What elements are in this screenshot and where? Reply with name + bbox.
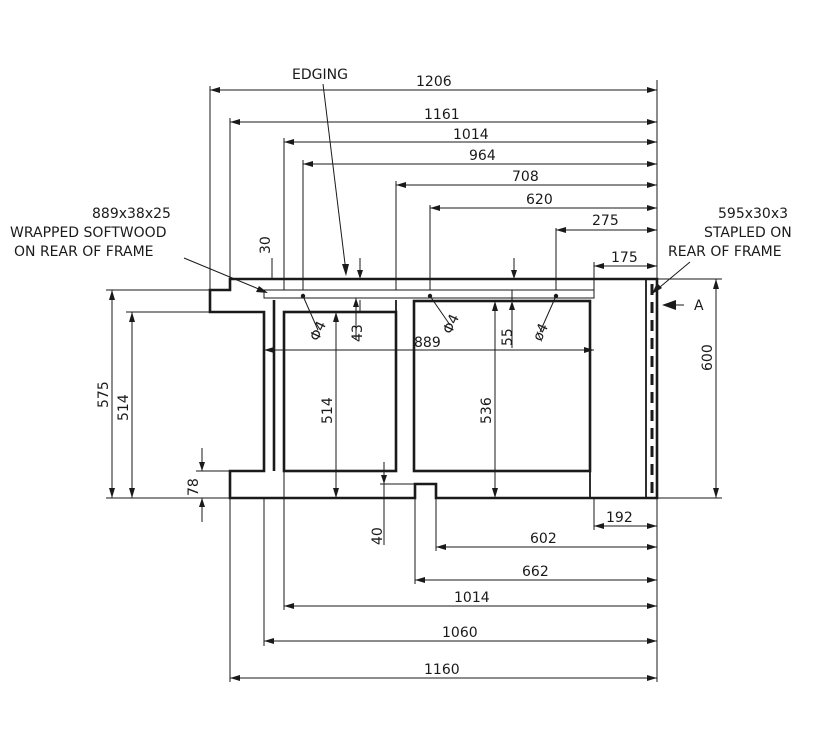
softwood-leader — [183, 257, 267, 293]
dim-514-inner: 514 — [320, 397, 336, 424]
softwood-size-label: 889x38x25 — [92, 206, 171, 222]
dim-662: 662 — [522, 564, 549, 580]
softwood-strip — [263, 289, 595, 299]
dim-1014-top: 1014 — [453, 127, 489, 143]
edging-label: EDGING — [292, 67, 348, 83]
dim-1160: 1160 — [424, 662, 460, 678]
dim-1161: 1161 — [424, 107, 460, 123]
hole-label-left: Φ4 — [307, 319, 330, 344]
board-size-label: 595x30x3 — [718, 206, 788, 222]
dim-600: 600 — [700, 344, 716, 371]
board-line1: STAPLED ON — [704, 225, 792, 241]
bottom-dimensions — [229, 471, 658, 682]
dim-575: 575 — [96, 381, 112, 408]
frame-outline — [208, 277, 659, 500]
side-dimensions — [106, 278, 722, 522]
dim-78: 78 — [186, 478, 202, 496]
dim-514-left: 514 — [116, 394, 132, 421]
dim-620: 620 — [526, 192, 553, 208]
hole-label-mid: Φ4 — [440, 312, 463, 337]
dim-40: 40 — [370, 527, 386, 545]
dim-602: 602 — [530, 531, 557, 547]
dim-1014-bottom: 1014 — [454, 590, 490, 606]
dim-30: 30 — [258, 236, 274, 254]
edging-leader — [322, 83, 347, 273]
dim-1060: 1060 — [442, 625, 478, 641]
dim-55: 55 — [500, 328, 516, 346]
dim-175: 175 — [611, 250, 638, 266]
dim-192: 192 — [606, 510, 633, 526]
softwood-line1: WRAPPED SOFTWOOD — [10, 225, 166, 241]
dim-708: 708 — [512, 169, 539, 185]
hole-label-right: ø4 — [530, 321, 552, 344]
dim-964: 964 — [469, 148, 496, 164]
inner-dimensions — [264, 258, 594, 545]
dim-275: 275 — [592, 213, 619, 229]
board-line2: REAR OF FRAME — [668, 244, 782, 260]
top-dimensions — [209, 80, 658, 290]
dim-43: 43 — [350, 324, 366, 342]
view-a-label: A — [694, 298, 704, 314]
dim-536: 536 — [479, 397, 495, 424]
dim-889: 889 — [414, 335, 441, 351]
softwood-line2: ON REAR OF FRAME — [14, 244, 154, 260]
dim-1206: 1206 — [416, 74, 452, 90]
hole-markers — [300, 293, 559, 333]
